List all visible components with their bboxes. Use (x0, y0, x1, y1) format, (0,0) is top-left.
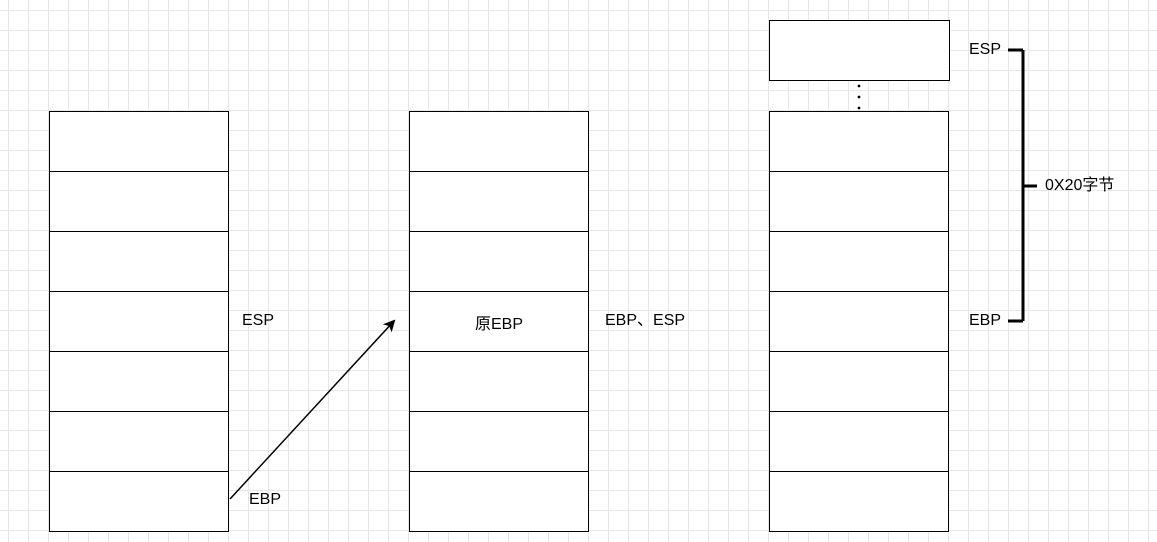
stack-3-cell-1 (769, 111, 949, 172)
stack-1-ebp-label: EBP (249, 491, 282, 508)
stack-2-cell-3 (409, 231, 589, 292)
stack-3-top-cell (769, 20, 950, 81)
stack-2-cell-5 (409, 351, 589, 412)
stack-1-cell-2 (49, 171, 229, 232)
stack-3-ebp-label: EBP (969, 312, 1002, 329)
stack-3-cell-3 (769, 231, 949, 292)
stack-2-cell-2 (409, 171, 589, 232)
ebp-transfer-arrow (229, 319, 396, 500)
stack-1-cell-5 (49, 351, 229, 412)
stack-1-esp-label: ESP (242, 312, 275, 329)
stack-1-cell-6 (49, 411, 229, 472)
stack-3-cell-4 (769, 291, 949, 352)
size-bracket (1008, 48, 1037, 323)
stack-2-cell-saved-ebp: 原EBP (409, 291, 589, 352)
stack-1-cell-3 (49, 231, 229, 292)
stack-3-cell-2 (769, 171, 949, 232)
stack-2: 原EBP (409, 111, 589, 532)
stack-3-cell-6 (769, 411, 949, 472)
ellipsis-dots (857, 84, 861, 110)
stack-2-ebp-esp-label: EBP、ESP (605, 312, 686, 329)
stack-1-cell-1 (49, 111, 229, 172)
stack-2-cell-1 (409, 111, 589, 172)
stack-2-cell-7 (409, 471, 589, 532)
stack-3-size-label: 0X20字节 (1045, 177, 1115, 194)
stack-1-cell-7 (49, 471, 229, 532)
stack-3-esp-label: ESP (969, 41, 1002, 58)
stack-3-cell-7 (769, 471, 949, 532)
stack-2-cell-6 (409, 411, 589, 472)
stack-1 (49, 111, 229, 532)
stack-3-cell-5 (769, 351, 949, 412)
stack-1-cell-4 (49, 291, 229, 352)
stack-3 (769, 111, 949, 532)
